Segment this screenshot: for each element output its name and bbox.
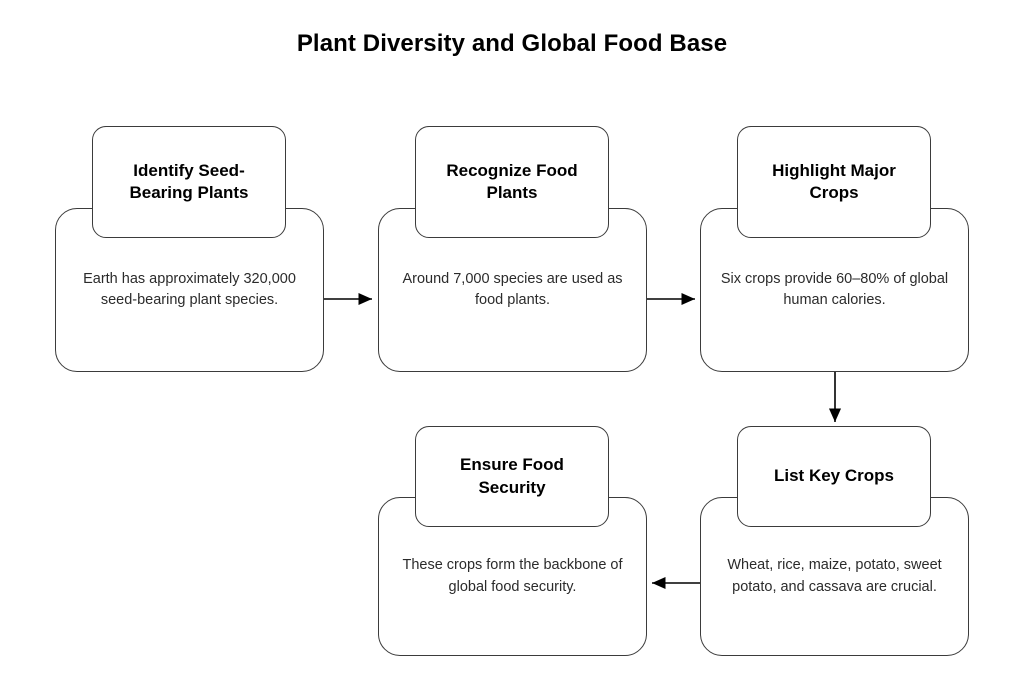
node-header-card[interactable]: List Key Crops [737,426,931,527]
node-body-text: These crops form the backbone of global … [402,557,623,595]
node-header-card[interactable]: Highlight Major Crops [737,126,931,238]
node-header-text: List Key Crops [774,466,894,486]
node-header-card[interactable]: Recognize Food Plants [415,126,609,238]
node-body-text: Wheat, rice, maize, potato, sweet potato… [727,557,942,595]
node-body-text: Around 7,000 species are used as food pl… [402,270,623,308]
node-body-text: Earth has approximately 320,000 seed-bea… [83,270,296,308]
node-header-text: Identify Seed-Bearing Plants [129,160,249,202]
node-header-card[interactable]: Identify Seed-Bearing Plants [92,126,286,238]
node-header-text: Ensure Food Security [460,455,564,497]
node-header-card[interactable]: Ensure Food Security [415,426,609,527]
page-title: Plant Diversity and Global Food Base [296,30,728,57]
node-header-text: Highlight Major Crops [772,160,896,202]
node-body-text: Six crops provide 60–80% of global human… [720,270,949,308]
node-header-text: Recognize Food Plants [446,160,578,202]
